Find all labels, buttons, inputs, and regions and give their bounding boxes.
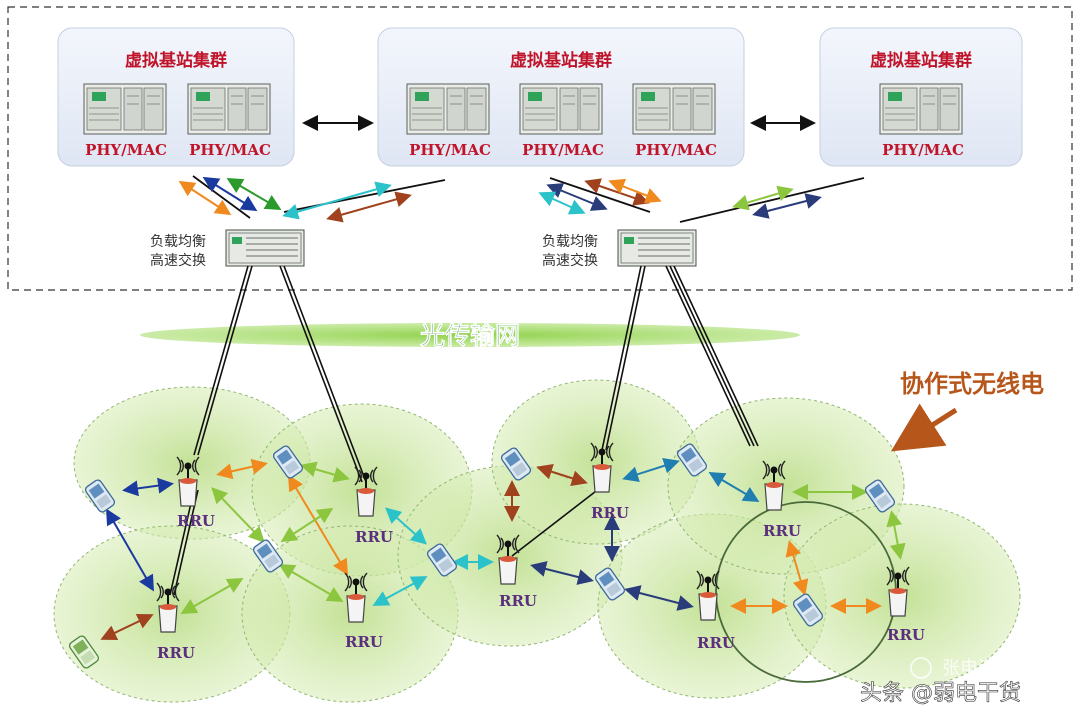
rru-label: RRU — [177, 512, 215, 530]
link-arrow — [226, 177, 282, 211]
rru-label: RRU — [499, 592, 537, 610]
rru-antenna-icon — [886, 566, 910, 617]
optical-network-oval — [140, 323, 800, 347]
link-arrow — [752, 193, 822, 219]
rru-antenna-icon — [354, 466, 378, 517]
coverage-cells — [53, 379, 1021, 703]
rru-antenna-icon — [496, 534, 520, 585]
phy-mac-label: PHY/MAC — [409, 141, 491, 159]
datacenter-boundary — [7, 6, 1073, 291]
link-arrow — [546, 183, 608, 211]
phy-mac-label: PHY/MAC — [635, 141, 717, 159]
rru-label: RRU — [697, 634, 735, 652]
rru-antenna-icon — [156, 582, 180, 633]
rru-antenna-icon — [696, 570, 720, 621]
bbu-rack-icon — [406, 83, 490, 135]
phy-mac-label: PHY/MAC — [882, 141, 964, 159]
optical-network-label: 光传输网 — [419, 321, 520, 350]
rru-antenna-icon — [590, 442, 614, 493]
switch-label: 高速交换 — [542, 252, 598, 269]
switch-icon — [225, 229, 305, 267]
switch-label: 负载均衡 — [542, 234, 598, 250]
bbu-rack-icon — [187, 83, 271, 135]
cluster-title-2: 虚拟基站集群 — [510, 50, 612, 71]
link-arrow — [608, 178, 662, 204]
svg-text:头条 @弱电干货: 头条 @弱电干货 — [860, 681, 1021, 706]
phy-mac-label: PHY/MAC — [189, 141, 271, 159]
wireless-links — [100, 458, 906, 641]
bbu-rack-icon — [519, 83, 603, 135]
rru-label: RRU — [157, 644, 195, 662]
cooperative-pointer-arrow — [890, 403, 958, 452]
watermark: 张电课堂 头条 @弱电干货 — [860, 657, 1021, 706]
link-arrow — [282, 181, 392, 220]
rru-label: RRU — [345, 633, 383, 651]
rru-label: RRU — [355, 528, 393, 546]
link-arrow — [538, 191, 586, 215]
cluster-title-1: 虚拟基站集群 — [125, 50, 227, 71]
fiber-links — [169, 265, 759, 596]
bbu-rack-icon — [632, 83, 716, 135]
rru-antenna-icon — [344, 572, 368, 623]
rru-label: RRU — [887, 626, 925, 644]
bbu-rack-icon — [879, 83, 963, 135]
rru-label: RRU — [591, 504, 629, 522]
rru-antenna-icon — [176, 456, 200, 507]
bbu-rack-icon — [83, 83, 167, 135]
cooperative-radio-label: 协作式无线电 — [900, 370, 1044, 398]
cluster-title-3: 虚拟基站集群 — [870, 50, 972, 71]
phy-mac-label: PHY/MAC — [522, 141, 604, 159]
rru-label: RRU — [763, 522, 801, 540]
switch-icon — [617, 229, 697, 267]
phy-mac-label: PHY/MAC — [85, 141, 167, 159]
link-arrow — [326, 191, 412, 223]
switch-label: 负载均衡 — [150, 234, 206, 250]
svg-text:张电课堂: 张电课堂 — [942, 658, 1014, 679]
rru-antenna-icon — [762, 460, 786, 511]
switch-label: 高速交换 — [150, 252, 206, 269]
